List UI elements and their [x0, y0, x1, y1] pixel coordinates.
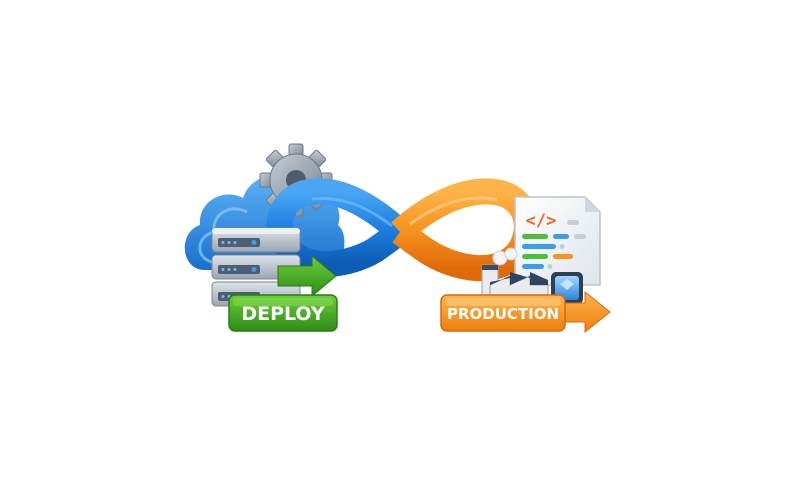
deploy-badge: DEPLOY [228, 294, 338, 332]
code-symbol: </> [526, 211, 557, 231]
deploy-label: DEPLOY [241, 303, 325, 325]
production-label: PRODUCTION [447, 305, 559, 323]
arrow-right-icon [277, 254, 337, 298]
production-badge: PRODUCTION [440, 290, 611, 334]
code-document-icon: </> [514, 196, 601, 286]
infinity-loop-blue [266, 178, 409, 277]
